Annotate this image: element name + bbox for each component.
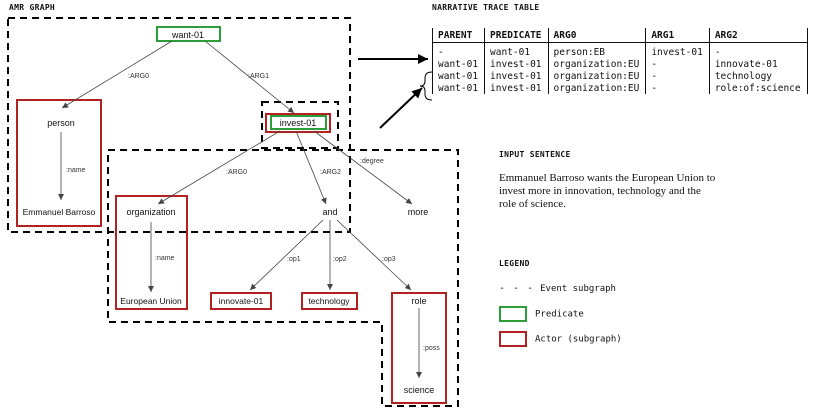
- node-organization: organization: [126, 207, 175, 217]
- table-cell: -: [645, 58, 710, 70]
- edge-label-arg2-invest: :ARG2: [320, 169, 341, 176]
- input-sentence-text: Emmanuel Barroso wants the European Unio…: [499, 172, 716, 210]
- edge-label-name-person: :name: [66, 167, 86, 174]
- legend-predicate-label: Predicate: [535, 309, 584, 320]
- green-box-icon: [499, 306, 527, 322]
- edge-label-arg1-top: :ARG1: [248, 73, 269, 80]
- node-emmanuel-barroso: Emmanuel Barroso: [23, 207, 96, 217]
- table-cell: invest-01: [484, 70, 549, 82]
- node-innovate: innovate-01: [219, 296, 264, 306]
- node-person: person: [47, 118, 75, 128]
- table-cell: want-01: [431, 58, 485, 70]
- table-cell: innovate-01: [708, 58, 808, 70]
- table-cell: organization:EU: [547, 82, 646, 94]
- table-row: want-01 invest-01 organization:EU - tech…: [431, 70, 808, 82]
- table-cell: technology: [708, 70, 808, 82]
- node-role: role: [411, 296, 426, 306]
- legend-actor-label: Actor (subgraph): [535, 334, 622, 345]
- edge-line-invest-organization: [157, 130, 281, 205]
- table-cell: want-01: [431, 70, 485, 82]
- node-science: science: [404, 385, 435, 395]
- event-subgraph-outline-invest: [261, 101, 339, 149]
- narrative-trace-table: PARENT PREDICATE ARG0 ARG1 ARG2 - want-0…: [431, 28, 808, 94]
- actor-box-invest-outer: [265, 113, 331, 133]
- edge-label-op3: :op3: [382, 256, 396, 263]
- edge-label-op2: :op2: [333, 256, 347, 263]
- edge-line-invest-and: [295, 130, 327, 205]
- node-more: more: [408, 207, 429, 217]
- edge-label-poss: :poss: [423, 345, 440, 352]
- node-and: and: [322, 207, 337, 217]
- actor-box-role: [391, 292, 447, 404]
- table-cell: organization:EU: [547, 70, 646, 82]
- column-header-arg2: ARG2: [708, 28, 808, 43]
- red-box-icon: [499, 331, 527, 347]
- edge-line-want-invest: [204, 40, 295, 114]
- table-to-graph-arrow: [379, 87, 423, 129]
- legend-heading: LEGEND: [499, 259, 530, 268]
- node-invest: invest-01: [280, 118, 317, 128]
- trace-rows-brace: [419, 71, 433, 101]
- actor-box-organization: [115, 195, 188, 310]
- amr-graph-heading: AMR GRAPH: [9, 3, 56, 12]
- table-cell: want-01: [431, 82, 485, 94]
- edge-line-and-role: [336, 219, 412, 291]
- table-cell: -: [431, 42, 485, 58]
- trace-table-header-row: PARENT PREDICATE ARG0 ARG1 ARG2: [431, 28, 808, 43]
- table-cell: invest-01: [484, 82, 549, 94]
- edge-line-invest-more: [313, 130, 413, 205]
- edge-label-name-org: :name: [155, 255, 175, 262]
- legend-event-subgraph: - - - Event subgraph: [499, 283, 616, 294]
- table-cell: -: [645, 82, 710, 94]
- table-row: - want-01 person:EB invest-01 -: [431, 42, 808, 58]
- actor-box-person: [16, 99, 102, 227]
- dashed-line-icon: - - -: [499, 283, 535, 294]
- legend-actor: Actor (subgraph): [499, 331, 622, 347]
- table-cell: organization:EU: [547, 58, 646, 70]
- column-header-arg1: ARG1: [645, 28, 710, 43]
- node-want: want-01: [171, 30, 204, 40]
- table-cell: invest-01: [484, 58, 549, 70]
- actor-box-technology: [301, 292, 358, 310]
- event-subgraph-outline-bottom: [107, 149, 459, 407]
- table-cell: role:of:science: [708, 82, 808, 94]
- edge-label-op1: :op1: [287, 256, 301, 263]
- edge-label-arg0-top: :ARG0: [128, 73, 149, 80]
- table-row: want-01 invest-01 organization:EU - inno…: [431, 58, 808, 70]
- column-header-predicate: PREDICATE: [484, 28, 549, 43]
- edge-label-arg0-invest: :ARG0: [226, 169, 247, 176]
- edge-label-degree: :degree: [360, 158, 384, 165]
- table-cell: -: [645, 70, 710, 82]
- predicate-box-want: [156, 26, 221, 42]
- node-technology: technology: [308, 296, 350, 306]
- table-row: want-01 invest-01 organization:EU - role…: [431, 82, 808, 94]
- trace-table-heading: NARRATIVE TRACE TABLE: [432, 3, 540, 12]
- table-cell: -: [708, 42, 808, 58]
- legend-predicate: Predicate: [499, 306, 584, 322]
- edge-line-want-person: [61, 40, 173, 109]
- table-cell: want-01: [484, 42, 549, 58]
- table-cell: invest-01: [645, 42, 710, 58]
- node-european-union: European Union: [120, 296, 182, 306]
- legend-event-subgraph-label: Event subgraph: [540, 284, 616, 294]
- input-sentence-heading: INPUT SENTENCE: [499, 150, 571, 159]
- predicate-box-invest: [270, 115, 327, 130]
- column-header-parent: PARENT: [431, 28, 485, 43]
- actor-box-innovate: [210, 292, 272, 310]
- table-cell: person:EB: [547, 42, 646, 58]
- edge-line-and-innovate: [249, 219, 324, 291]
- column-header-arg0: ARG0: [547, 28, 646, 43]
